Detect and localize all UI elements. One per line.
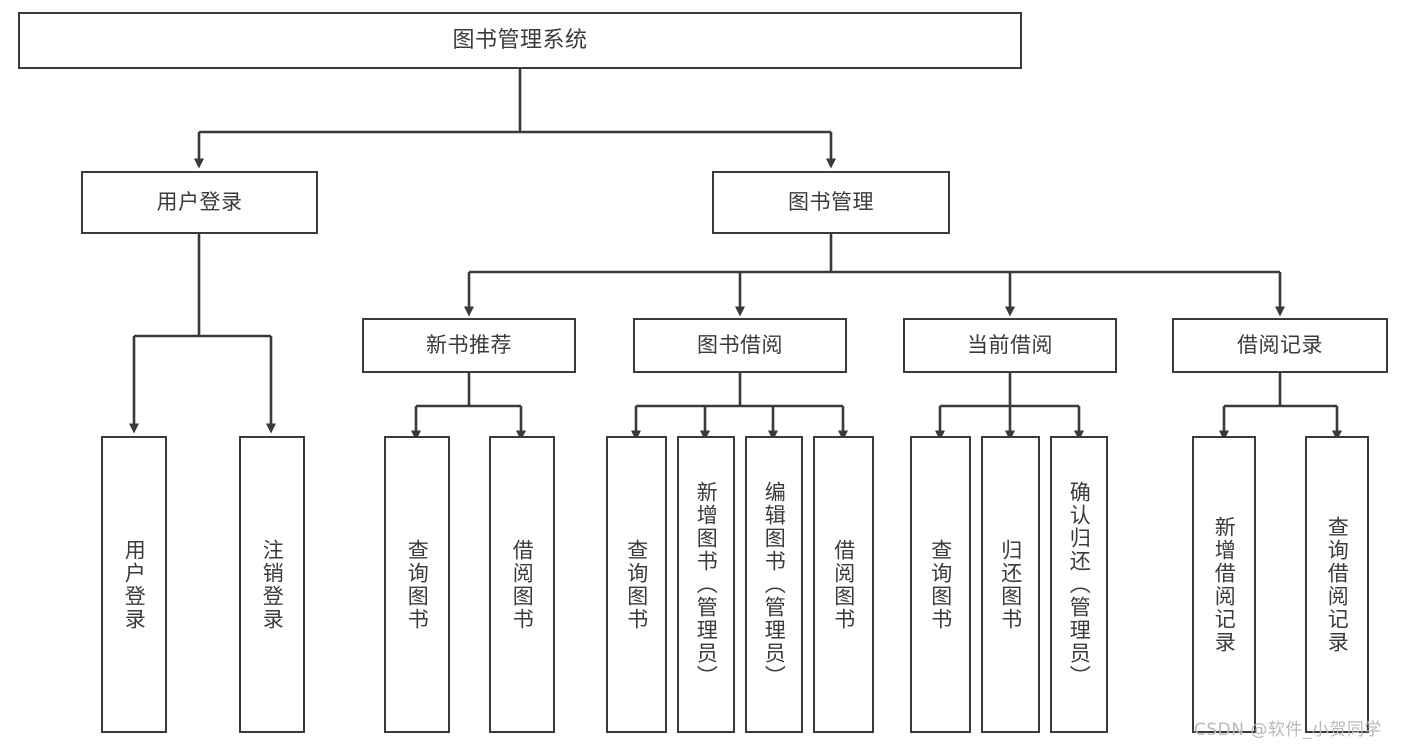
leaf-borrow-book-newbook-label: 借阅图书 (510, 538, 535, 631)
leaf-add-borrow-record[interactable]: 新增借阅记录 (1192, 436, 1256, 733)
node-borrowing-records-label: 借阅记录 (1237, 333, 1323, 358)
leaf-return-book-label: 归还图书 (998, 538, 1023, 631)
leaf-add-borrow-record-label: 新增借阅记录 (1212, 515, 1237, 654)
leaf-borrow-book-label: 借阅图书 (831, 538, 856, 631)
leaf-confirm-return-admin-label: 确认归还（管理员） (1067, 481, 1092, 688)
leaf-query-book-newbook[interactable]: 查询图书 (384, 436, 450, 733)
leaf-confirm-return-admin[interactable]: 确认归还（管理员） (1050, 436, 1108, 733)
leaf-query-book-borrow[interactable]: 查询图书 (606, 436, 667, 733)
leaf-return-book[interactable]: 归还图书 (981, 436, 1040, 733)
node-book-management-label: 图书管理 (788, 190, 874, 215)
csdn-watermark: CSDN @软件_小贺同学 (1194, 720, 1382, 740)
leaf-borrow-book-newbook[interactable]: 借阅图书 (489, 436, 555, 733)
leaf-logout[interactable]: 注销登录 (239, 436, 305, 733)
node-current-borrowing[interactable]: 当前借阅 (903, 318, 1117, 373)
leaf-edit-book-admin-label: 编辑图书（管理员） (762, 481, 787, 688)
leaf-user-login-label: 用户登录 (122, 538, 147, 631)
leaf-borrow-book[interactable]: 借阅图书 (813, 436, 874, 733)
node-book-borrowing[interactable]: 图书借阅 (633, 318, 847, 373)
leaf-query-book-current[interactable]: 查询图书 (910, 436, 971, 733)
node-book-borrowing-label: 图书借阅 (697, 333, 783, 358)
node-root-book-management-system[interactable]: 图书管理系统 (18, 12, 1022, 69)
leaf-query-book-newbook-label: 查询图书 (405, 538, 430, 631)
node-new-book-recommendation-label: 新书推荐 (426, 333, 512, 358)
leaf-query-book-current-label: 查询图书 (928, 538, 953, 631)
leaf-query-borrow-record-label: 查询借阅记录 (1325, 515, 1350, 654)
node-borrowing-records[interactable]: 借阅记录 (1172, 318, 1388, 373)
leaf-add-book-admin[interactable]: 新增图书（管理员） (677, 436, 735, 733)
leaf-edit-book-admin[interactable]: 编辑图书（管理员） (745, 436, 803, 733)
node-current-borrowing-label: 当前借阅 (967, 333, 1053, 358)
node-book-management[interactable]: 图书管理 (712, 171, 950, 234)
leaf-add-book-admin-label: 新增图书（管理员） (694, 481, 719, 688)
leaf-query-borrow-record[interactable]: 查询借阅记录 (1305, 436, 1369, 733)
node-root-label: 图书管理系统 (452, 27, 588, 53)
leaf-user-login[interactable]: 用户登录 (101, 436, 167, 733)
leaf-query-book-borrow-label: 查询图书 (624, 538, 649, 631)
node-new-book-recommendation[interactable]: 新书推荐 (362, 318, 576, 373)
leaf-logout-label: 注销登录 (260, 538, 285, 631)
node-user-login-label: 用户登录 (156, 190, 243, 215)
node-user-login[interactable]: 用户登录 (81, 171, 318, 234)
